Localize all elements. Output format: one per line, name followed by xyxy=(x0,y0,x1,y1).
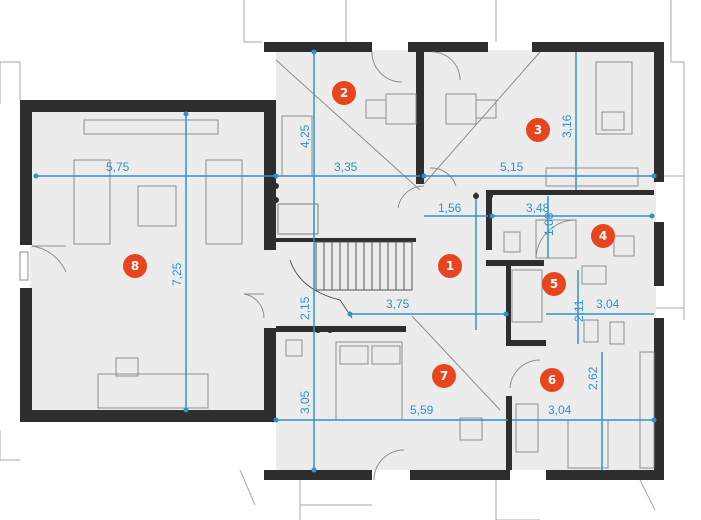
dim-2-15: 2,15 xyxy=(298,296,312,320)
room-number-5: 5 xyxy=(550,277,558,291)
room-badge-6[interactable]: 6 xyxy=(540,368,564,392)
room-number-6: 6 xyxy=(548,373,556,387)
dim-4-25: 4,25 xyxy=(298,124,312,148)
dim-3-16: 3,16 xyxy=(560,114,574,138)
dimension-ticks xyxy=(33,49,657,473)
room-number-8: 8 xyxy=(131,259,139,273)
room-badge-4[interactable]: 4 xyxy=(591,224,615,248)
room-number-3: 3 xyxy=(534,123,542,137)
dim-2-62: 2,62 xyxy=(586,366,600,390)
dim-5-75: 5,75 xyxy=(106,160,130,174)
dim-3-75: 3,75 xyxy=(386,297,410,311)
furniture xyxy=(19,51,655,481)
room-badge-1[interactable]: 1 xyxy=(438,254,462,278)
room-badge-2[interactable]: 2 xyxy=(332,81,356,105)
dim-3-48: 3,48 xyxy=(526,201,550,215)
dimension-labels: 5,75 7,25 4,25 3,35 3,16 5,15 1,56 3,48 … xyxy=(106,114,620,417)
walls xyxy=(20,42,664,480)
staircase xyxy=(277,203,413,319)
dim-1-56: 1,56 xyxy=(438,201,462,215)
room-badge-5[interactable]: 5 xyxy=(542,272,566,296)
dim-7-25: 7,25 xyxy=(170,262,184,286)
room-number-2: 2 xyxy=(340,86,348,100)
dim-3-04-upper: 3,04 xyxy=(596,297,620,311)
room-badge-8[interactable]: 8 xyxy=(123,254,147,278)
dim-3-04-lower: 3,04 xyxy=(548,403,572,417)
roof-outline xyxy=(0,0,685,520)
room-badge-3[interactable]: 3 xyxy=(526,118,550,142)
dim-5-59: 5,59 xyxy=(410,403,434,417)
dim-3-35: 3,35 xyxy=(334,160,358,174)
room-number-7: 7 xyxy=(440,369,448,383)
wall-markers xyxy=(273,183,493,333)
dim-3-05: 3,05 xyxy=(298,390,312,414)
dim-2-11: 2,11 xyxy=(572,299,586,322)
dim-5-15: 5,15 xyxy=(500,160,524,174)
room-number-1: 1 xyxy=(446,259,454,273)
dim-1-08: 1,08 xyxy=(542,212,556,236)
room-badges: 1 2 3 4 5 6 7 8 xyxy=(123,81,615,392)
room-number-4: 4 xyxy=(599,229,607,243)
room-badge-7[interactable]: 7 xyxy=(432,364,456,388)
dimension-lines xyxy=(36,52,654,470)
